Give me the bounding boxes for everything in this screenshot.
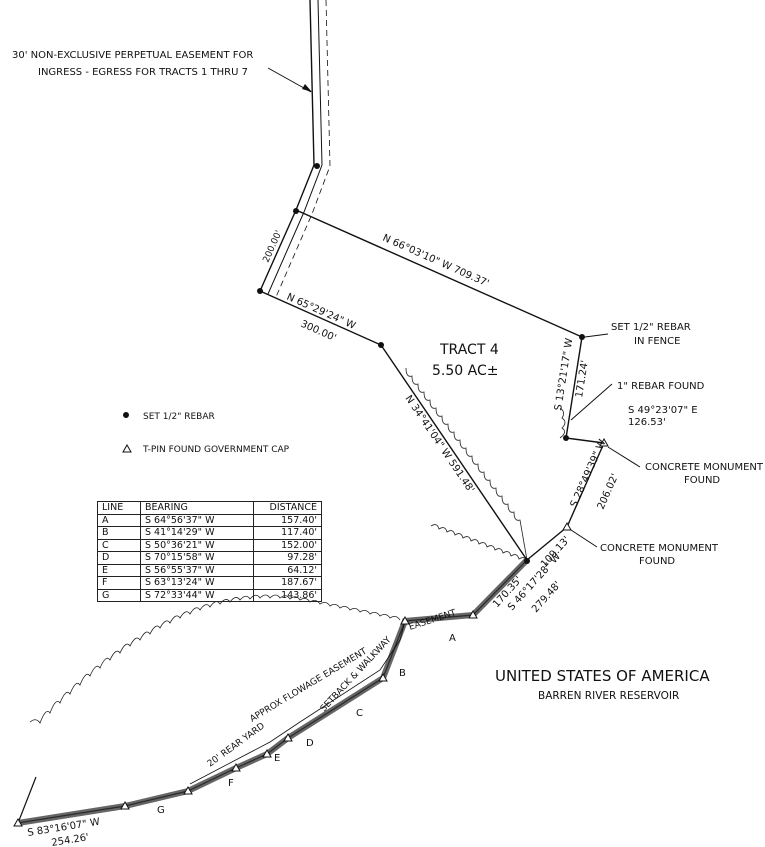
table-cell-bearing: S 72°33'44" W [140, 588, 254, 602]
se-line-distance: 126.53' [628, 417, 666, 428]
table-row: D S 70°15'58" W 97.28' [97, 551, 322, 565]
segment-letter-b: B [399, 668, 406, 679]
table-header-line: LINE [97, 501, 141, 515]
segment-letter-g: G [157, 805, 165, 816]
easement-note-line1: 30' NON-EXCLUSIVE PERPETUAL EASEMENT FOR [12, 50, 253, 61]
flowage-line [405, 367, 566, 563]
segment-letter-c: C [356, 708, 363, 719]
rebar-points [257, 163, 585, 564]
monument-1-line2: FOUND [684, 475, 720, 486]
table-row: B S 41°14'29" W 117.40' [97, 526, 322, 540]
table-cell-distance: 97.28' [253, 551, 322, 565]
table-cell-distance: 157.40' [253, 513, 322, 527]
rear-yard-line [189, 620, 406, 785]
set-rebar-fence-line2: IN FENCE [634, 336, 680, 347]
monument-2-line2: FOUND [639, 556, 675, 567]
tract-area: 5.50 AC± [432, 363, 498, 379]
road-frontage-call: 200.00' [262, 229, 285, 264]
easement-leader-arrow [302, 84, 312, 92]
table-row: G S 72°33'44" W 143.86' [97, 588, 322, 602]
bottom-line-distance: 254.26' [51, 832, 90, 847]
table-header-bearing: BEARING [140, 501, 254, 515]
easement-note-line2: INGRESS - EGRESS FOR TRACTS 1 THRU 7 [38, 67, 248, 78]
setback-hatch [17, 557, 530, 826]
table-header-row: LINE BEARING DISTANCE [97, 501, 322, 515]
north-line-call: N 66°03'10" W 709.37' [381, 233, 491, 290]
table-cell-bearing: S 56°55'37" W [140, 563, 254, 577]
table-row: A S 64°56'37" W 157.40' [97, 513, 322, 527]
set-rebar-fence-line1: SET 1/2" REBAR [611, 322, 691, 333]
table-cell-bearing: S 63°13'24" W [140, 576, 254, 590]
segment-letter-a: A [449, 633, 456, 644]
flowage-line-lower [29, 594, 401, 724]
table-row: C S 50°36'21" W 152.00' [97, 538, 322, 552]
access-road [259, 0, 331, 298]
east-line-distance: 171.24' [574, 359, 591, 398]
callout-leaders [570, 333, 641, 548]
rebar-found-callout: 1" REBAR FOUND [617, 381, 705, 392]
table-cell-bearing: S 64°56'37" W [140, 513, 254, 527]
se-line-call: S 49°23'07" E [628, 405, 698, 416]
table-cell-line: F [97, 576, 141, 590]
legend-rebar-label: SET 1/2" REBAR [143, 412, 215, 422]
tract-boundary [259, 209, 606, 562]
table-cell-distance: 143.86' [253, 588, 322, 602]
table-cell-distance: 187.67' [253, 576, 322, 590]
table-cell-bearing: S 50°36'21" W [140, 538, 254, 552]
table-cell-bearing: S 70°15'58" W [140, 551, 254, 565]
monument-line-distance: 206.02' [596, 472, 621, 511]
line-bearing-table: LINE BEARING DISTANCE A S 64°56'37" W 15… [97, 501, 322, 602]
diagonal-line-call: N 34°41'04" W 591.48' [403, 394, 477, 496]
table-cell-distance: 64.12' [253, 563, 322, 577]
table-cell-line: C [97, 538, 141, 552]
easement-label: EASEMENT [408, 608, 458, 633]
segment-letter-f: F [228, 778, 234, 789]
segment-letter-d: D [306, 738, 314, 749]
owner-subtitle: BARREN RIVER RESERVOIR [538, 690, 679, 702]
table-header-distance: DISTANCE [253, 501, 322, 515]
table-cell-line: E [97, 563, 141, 577]
table-cell-line: D [97, 551, 141, 565]
segment-letter-e: E [274, 753, 280, 764]
legend-tpin-symbol [122, 443, 132, 453]
tract-name: TRACT 4 [439, 342, 499, 358]
table-cell-distance: 152.00' [253, 538, 322, 552]
table-cell-bearing: S 41°14'29" W [140, 526, 254, 540]
tpin-points [13, 437, 609, 827]
monument-2-line1: CONCRETE MONUMENT [600, 543, 719, 554]
table-row: E S 56°55'37" W 64.12' [97, 563, 322, 577]
legend-rebar-symbol [123, 412, 129, 418]
table-row: F S 63°13'24" W 187.67' [97, 576, 322, 590]
table-cell-line: B [97, 526, 141, 540]
monument-1-line1: CONCRETE MONUMENT [645, 462, 764, 473]
table-cell-distance: 117.40' [253, 526, 322, 540]
table-cell-line: G [97, 588, 141, 602]
rear-yard-label: 20' REAR YARD [206, 721, 267, 769]
owner-name: UNITED STATES OF AMERICA [495, 667, 710, 685]
table-cell-line: A [97, 513, 141, 527]
legend-tpin-label: T-PIN FOUND GOVERNMENT CAP [142, 445, 290, 455]
